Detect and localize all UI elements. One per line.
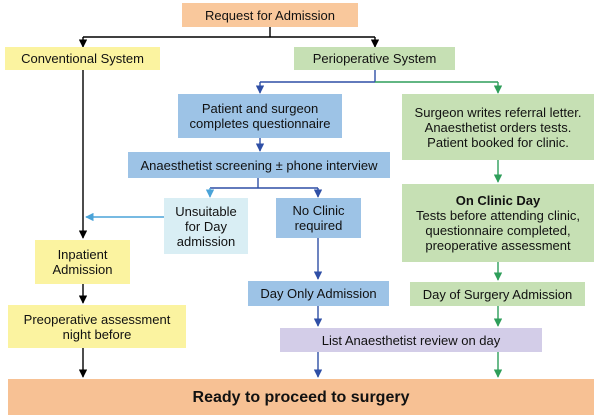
list-anaesthetist-review-box: List Anaesthetist review on day (280, 328, 542, 352)
inpatient-admission-label: Inpatient Admission (52, 247, 113, 277)
preoperative-assessment-label: Preoperative assessment night before (23, 311, 171, 342)
day-of-surgery-admission-box: Day of Surgery Admission (410, 282, 585, 306)
on-clinic-day-body: Tests before attending clinic, questionn… (415, 208, 581, 253)
arrow-perioperative-blue-branch (255, 70, 376, 94)
inpatient-admission-box: Inpatient Admission (35, 240, 130, 284)
preoperative-assessment-box: Preoperative assessment night before (8, 305, 186, 348)
referral-letter-label: Surgeon writes referral letter. Anaesthe… (414, 104, 582, 150)
unsuitable-day-admission-box: Unsuitable for Day admission (164, 198, 248, 254)
arrow-perioperative-green-branch (375, 81, 503, 94)
request-for-admission-label: Request for Admission (204, 7, 336, 23)
day-only-admission-box: Day Only Admission (248, 281, 389, 306)
perioperative-system-label: Perioperative System (312, 51, 437, 66)
perioperative-system-box: Perioperative System (294, 47, 455, 70)
ready-to-proceed-label: Ready to proceed to surgery (192, 388, 410, 406)
no-clinic-required-label: No Clinic required (292, 203, 345, 233)
no-clinic-required-box: No Clinic required (276, 198, 361, 238)
questionnaire-label: Patient and surgeon completes questionna… (189, 101, 331, 131)
list-anaesthetist-review-label: List Anaesthetist review on day (321, 332, 501, 348)
request-for-admission-box: Request for Admission (182, 3, 358, 27)
on-clinic-day-box: On Clinic Day Tests before attending cli… (402, 184, 594, 262)
day-only-admission-label: Day Only Admission (260, 286, 377, 301)
referral-letter-box: Surgeon writes referral letter. Anaesthe… (402, 94, 594, 160)
unsuitable-day-admission-label: Unsuitable for Day admission (175, 203, 237, 249)
conventional-system-label: Conventional System (21, 51, 144, 66)
anaesthetist-screening-label: Anaesthetist screening ± phone interview (140, 157, 378, 173)
anaesthetist-screening-box: Anaesthetist screening ± phone interview (128, 152, 390, 178)
questionnaire-box: Patient and surgeon completes questionna… (178, 94, 342, 138)
day-of-surgery-admission-label: Day of Surgery Admission (422, 286, 573, 302)
on-clinic-day-title: On Clinic Day (455, 193, 541, 208)
conventional-system-box: Conventional System (5, 47, 160, 70)
ready-to-proceed-box: Ready to proceed to surgery (8, 379, 594, 415)
arrow-request-split (78, 27, 380, 48)
